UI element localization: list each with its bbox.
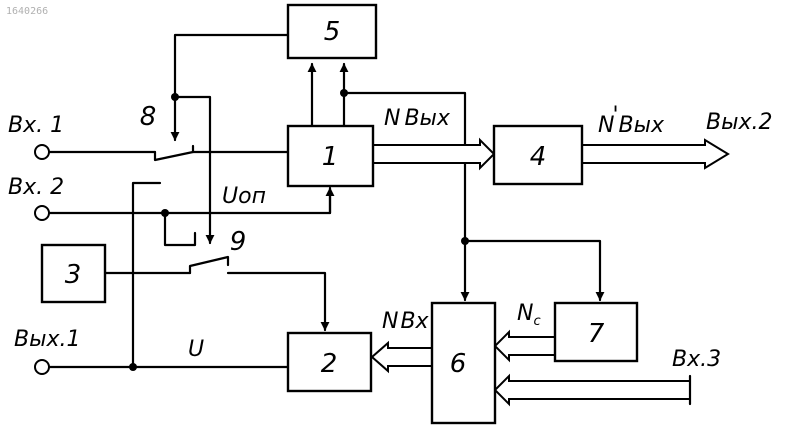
label-n-c: Nc — [517, 301, 541, 329]
block-6-number: 6 — [450, 349, 467, 379]
wire-node-to-switch9 — [175, 97, 210, 243]
block-4-number: 4 — [530, 142, 547, 172]
label-in2: Вх. 2 — [8, 175, 64, 200]
wire-uref-loop — [165, 213, 195, 245]
switch-9-number: 9 — [230, 227, 247, 257]
label-n-out: NВых — [384, 106, 451, 131]
junction-dot — [129, 363, 137, 371]
bus-block1-to-block4 — [373, 140, 494, 168]
switch-8-blade — [155, 146, 193, 160]
switch-8-number: 8 — [140, 102, 157, 132]
bus-block7-to-block6 — [495, 332, 555, 360]
block-3-number: 3 — [65, 260, 82, 290]
terminal-in2 — [35, 206, 49, 220]
bus-in3-to-block6 — [495, 376, 690, 404]
label-out1: Вых.1 — [14, 327, 80, 352]
watermark-number: 1640266 — [6, 6, 48, 17]
label-in1: Вх. 1 — [8, 113, 64, 138]
block-2-number: 2 — [321, 349, 338, 379]
bus-block4-to-out2 — [582, 140, 728, 168]
wire-block5-to-switch8 — [175, 35, 288, 140]
terminal-in1 — [35, 145, 49, 159]
label-n-out2: N'Вых — [598, 103, 665, 138]
label-u-ref: Uоп — [222, 184, 266, 209]
block-7-number: 7 — [588, 319, 605, 349]
junction-dot — [461, 237, 469, 245]
block-5-number: 5 — [324, 17, 341, 47]
label-u: U — [188, 337, 204, 362]
terminal-out1 — [35, 360, 49, 374]
junction-dot — [171, 93, 179, 101]
switch-9-blade — [190, 257, 228, 273]
label-in3: Вх.3 — [672, 347, 721, 372]
bus-block6-to-block2 — [372, 343, 432, 371]
block-1-number: 1 — [322, 142, 339, 172]
label-out2: Вых.2 — [706, 110, 772, 135]
wire-in2 — [50, 191, 330, 213]
label-n-in: NВх — [382, 309, 430, 334]
wire-u-to-switch8 — [133, 183, 160, 367]
wire-tap-to-block7 — [465, 241, 600, 300]
junction-dot — [161, 209, 169, 217]
wire-switch9-to-block2 — [228, 273, 325, 330]
junction-dot — [340, 89, 348, 97]
